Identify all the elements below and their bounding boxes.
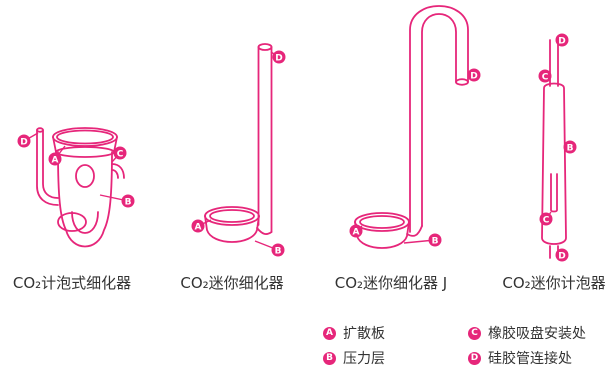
legend-badge-b: B	[323, 351, 336, 365]
j-tube-tip	[455, 78, 469, 86]
legend-item-a: A 扩散板	[323, 323, 385, 343]
j-diffuser-disc-inner	[359, 215, 405, 229]
counter-top-tube	[549, 39, 559, 87]
mini-diffuser-joint	[256, 227, 273, 235]
diffuser1-cup-wall	[52, 136, 118, 153]
badge-p3-b: B	[428, 233, 442, 247]
badge-p3-a: A	[349, 224, 363, 238]
badge-p2-b: B	[271, 243, 285, 257]
svg-text:B: B	[432, 237, 439, 247]
mini-diffuser	[204, 43, 273, 243]
legend-label-b: 压力层	[343, 351, 385, 367]
badge-p4-c-top: C	[538, 69, 552, 83]
svg-text:B: B	[125, 198, 132, 208]
diffuser1-chamber	[71, 211, 99, 234]
svg-text:C: C	[117, 150, 124, 160]
diffuser1-top-disc-inner	[56, 129, 114, 145]
legend-item-c: C 橡胶吸盘安装处	[468, 323, 586, 343]
caption-mini-diffuser: CO₂迷你细化器	[180, 274, 284, 292]
badge-p1-d: D	[17, 134, 31, 148]
mini-diffuser-cup	[204, 215, 260, 243]
svg-text:D: D	[558, 252, 565, 262]
diffuser1-side-tube-2	[42, 129, 59, 199]
mini-diffuser-tube-tip	[257, 43, 273, 51]
diffuser1-tube-tip	[36, 127, 44, 133]
mini-diffuser-disc-inner	[209, 209, 255, 223]
legend-badge-a: A	[323, 326, 336, 340]
badge-p2-d: D	[272, 50, 286, 64]
svg-text:C: C	[543, 216, 550, 226]
svg-text:B: B	[567, 144, 574, 154]
svg-text:C: C	[542, 73, 549, 83]
j-diffuser-joint	[406, 225, 423, 237]
badge-p4-c-bottom: C	[539, 212, 553, 226]
counter-body	[541, 82, 567, 245]
legend-item-d: D 硅胶管连接处	[468, 348, 572, 368]
badge-p1-a: A	[48, 152, 62, 166]
badge-p4-d-top: D	[555, 33, 569, 47]
counter-inner-tube	[550, 173, 558, 213]
svg-text:A: A	[52, 156, 59, 166]
caption-bubble-counter-diffuser: CO₂计泡式细化器	[12, 274, 132, 292]
j-tube-outer	[409, 5, 469, 233]
badge-p2-a: A	[191, 219, 205, 233]
svg-text:D: D	[20, 138, 27, 148]
badge-p4-d-bottom: D	[555, 248, 569, 262]
legend-label-c: 橡胶吸盘安装处	[488, 326, 586, 342]
svg-text:D: D	[558, 37, 565, 47]
svg-text:A: A	[195, 223, 202, 233]
mini-diffuser-j	[354, 5, 469, 249]
mini-diffuser-tube	[257, 46, 273, 233]
diffuser1-side-tube	[36, 129, 59, 206]
svg-text:D: D	[470, 72, 477, 82]
diffuser1-lower-ring	[57, 212, 87, 232]
diffuser1-cup-rim	[55, 146, 115, 158]
svg-text:A: A	[353, 228, 360, 238]
badge-p4-b: B	[563, 140, 577, 154]
badge-p3-d: D	[467, 68, 481, 82]
badge-p1-c: C	[113, 146, 127, 160]
diffuser1-body	[57, 151, 113, 248]
svg-text:D: D	[275, 54, 282, 64]
legend-label-a: 扩散板	[343, 326, 385, 342]
badge-p1-b: B	[121, 194, 135, 208]
diffuser1-window	[75, 164, 95, 188]
legend-badge-d: D	[468, 351, 481, 365]
j-tube-inner	[421, 13, 457, 227]
diffuser1-suction-arm	[111, 163, 125, 179]
bubble-counter-diffuser	[36, 127, 125, 248]
legend-item-b: B 压力层	[323, 348, 385, 368]
legend-badge-c: C	[468, 326, 481, 340]
legend-label-d: 硅胶管连接处	[488, 351, 572, 367]
caption-mini-bubble-counter: CO₂迷你计泡器	[502, 274, 606, 292]
svg-text:B: B	[275, 247, 282, 257]
caption-mini-diffuser-j: CO₂迷你细化器 J	[334, 274, 448, 292]
